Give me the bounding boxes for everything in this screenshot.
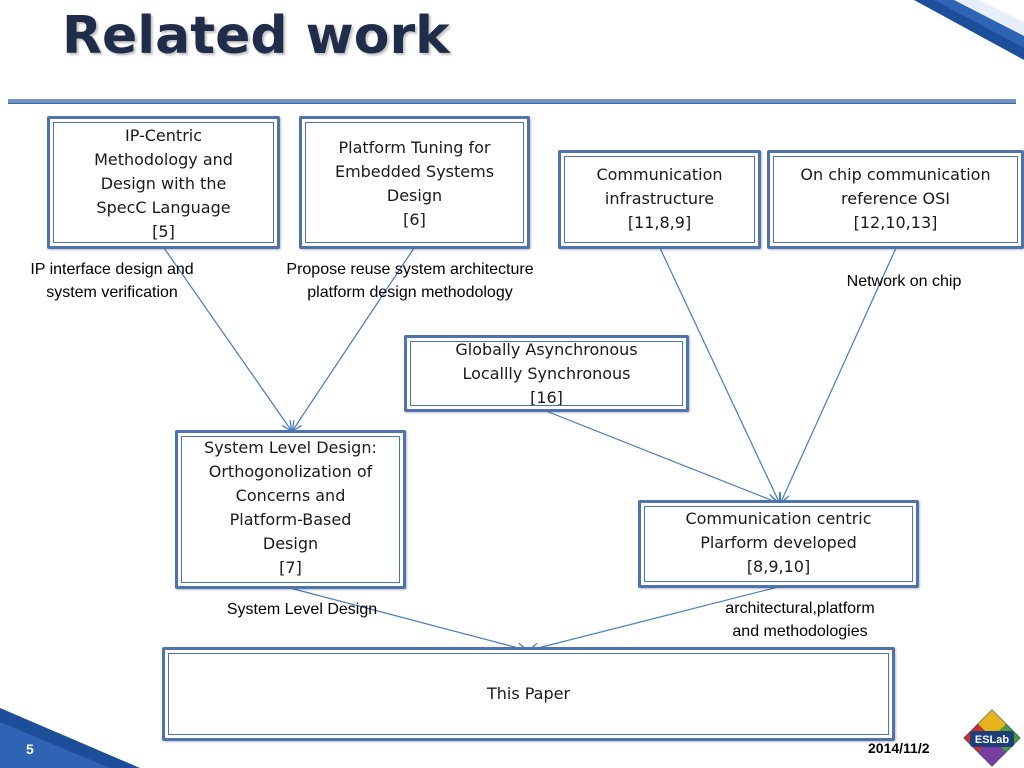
box-on-chip: On chip communication reference OSI [12,… [767,150,1024,249]
label-ip-interface-line1: IP interface design and [30,261,194,278]
box-gals-line2: Locallly Synchronous [462,364,631,383]
box-system-level-line2: Orthogonolization of [208,462,373,481]
label-system-level-design-line1: System Level Design [226,601,378,618]
box-comm-infra-line1: Communication [596,165,723,184]
label-propose-reuse-line1: Propose reuse system architecture [286,261,534,278]
box-this-paper-label: This Paper [486,684,571,703]
box-gals-line1: Globally Asynchronous [455,340,638,359]
box-on-chip-line1: On chip communication [800,165,991,184]
box-platform-tuning-line4: [6] [403,210,426,229]
box-system-level-line6: [7] [279,558,302,577]
box-on-chip-line3: [12,10,13] [853,213,938,232]
box-system-level-line4: Platform-Based [229,510,352,529]
box-ip-centric-line4: SpecC Language [96,198,231,217]
box-gals-line3: [16] [530,388,563,407]
box-ip-centric-line1: IP-Centric [124,126,203,145]
eslab-logo-text: ESLab [975,734,1010,746]
slide-title: Related work [62,6,450,66]
box-ip-centric-line3: Design with the [100,174,227,193]
box-platform-tuning: Platform Tuning for Embedded Systems Des… [299,116,530,249]
label-network-on-chip: Network on chip [826,270,982,293]
arrow-ip-to-system-level [163,247,291,430]
label-ip-interface: IP interface design and system verificat… [4,258,220,304]
arrow-comm-centric-to-paper [530,586,779,650]
box-system-level: System Level Design: Orthogonolization o… [175,430,406,589]
box-platform-tuning-line3: Design [386,186,443,205]
box-this-paper: This Paper [162,647,895,741]
box-gals: Globally Asynchronous Locallly Synchrono… [404,335,689,412]
slide-date: 2014/11/2 [868,740,930,756]
label-ip-interface-line2: system verification [46,284,178,301]
box-ip-centric: IP-Centric Methodology and Design with t… [47,116,280,249]
box-on-chip-line2: reference OSI [841,189,950,208]
arrow-comm-infra-to-comm-centric [659,247,779,502]
box-comm-infra: Communication infrastructure [11,8,9] [558,150,761,249]
box-comm-centric-line3: [8,9,10] [746,557,811,576]
box-comm-infra-line2: infrastructure [604,189,715,208]
eslab-logo: ESLab [963,709,1021,767]
arrow-system-level-to-paper [289,587,526,650]
box-platform-tuning-line2: Embedded Systems [334,162,495,181]
box-system-level-line3: Concerns and [235,486,346,505]
corner-decoration-bottom-left [0,708,140,768]
arrow-on-chip-to-comm-centric [781,247,897,502]
label-architectural: architectural,platform and methodologies [700,597,900,643]
box-ip-centric-line2: Methodology and [94,150,233,169]
box-ip-centric-line5: [5] [152,222,175,241]
arrow-platform-to-system-level [293,247,415,430]
label-propose-reuse: Propose reuse system architecture platfo… [250,258,570,304]
corner-decoration-top-right [914,0,1024,60]
label-network-on-chip-line1: Network on chip [846,273,962,290]
box-comm-centric-line2: Plarform developed [700,533,857,552]
page-number: 5 [26,741,34,757]
box-comm-centric: Communication centric Plarform developed… [638,500,919,588]
box-system-level-line1: System Level Design: [204,438,377,457]
title-underline [8,99,1016,104]
label-propose-reuse-line2: platform design methodology [307,284,513,301]
label-architectural-line2: and methodologies [732,623,868,640]
box-platform-tuning-line1: Platform Tuning for [338,138,491,157]
label-system-level-design: System Level Design [202,598,402,621]
box-comm-infra-line3: [11,8,9] [627,213,692,232]
box-system-level-line5: Design [262,534,319,553]
arrow-gals-to-comm-centric [545,410,776,502]
label-architectural-line1: architectural,platform [725,600,875,617]
box-comm-centric-line1: Communication centric [685,509,872,528]
